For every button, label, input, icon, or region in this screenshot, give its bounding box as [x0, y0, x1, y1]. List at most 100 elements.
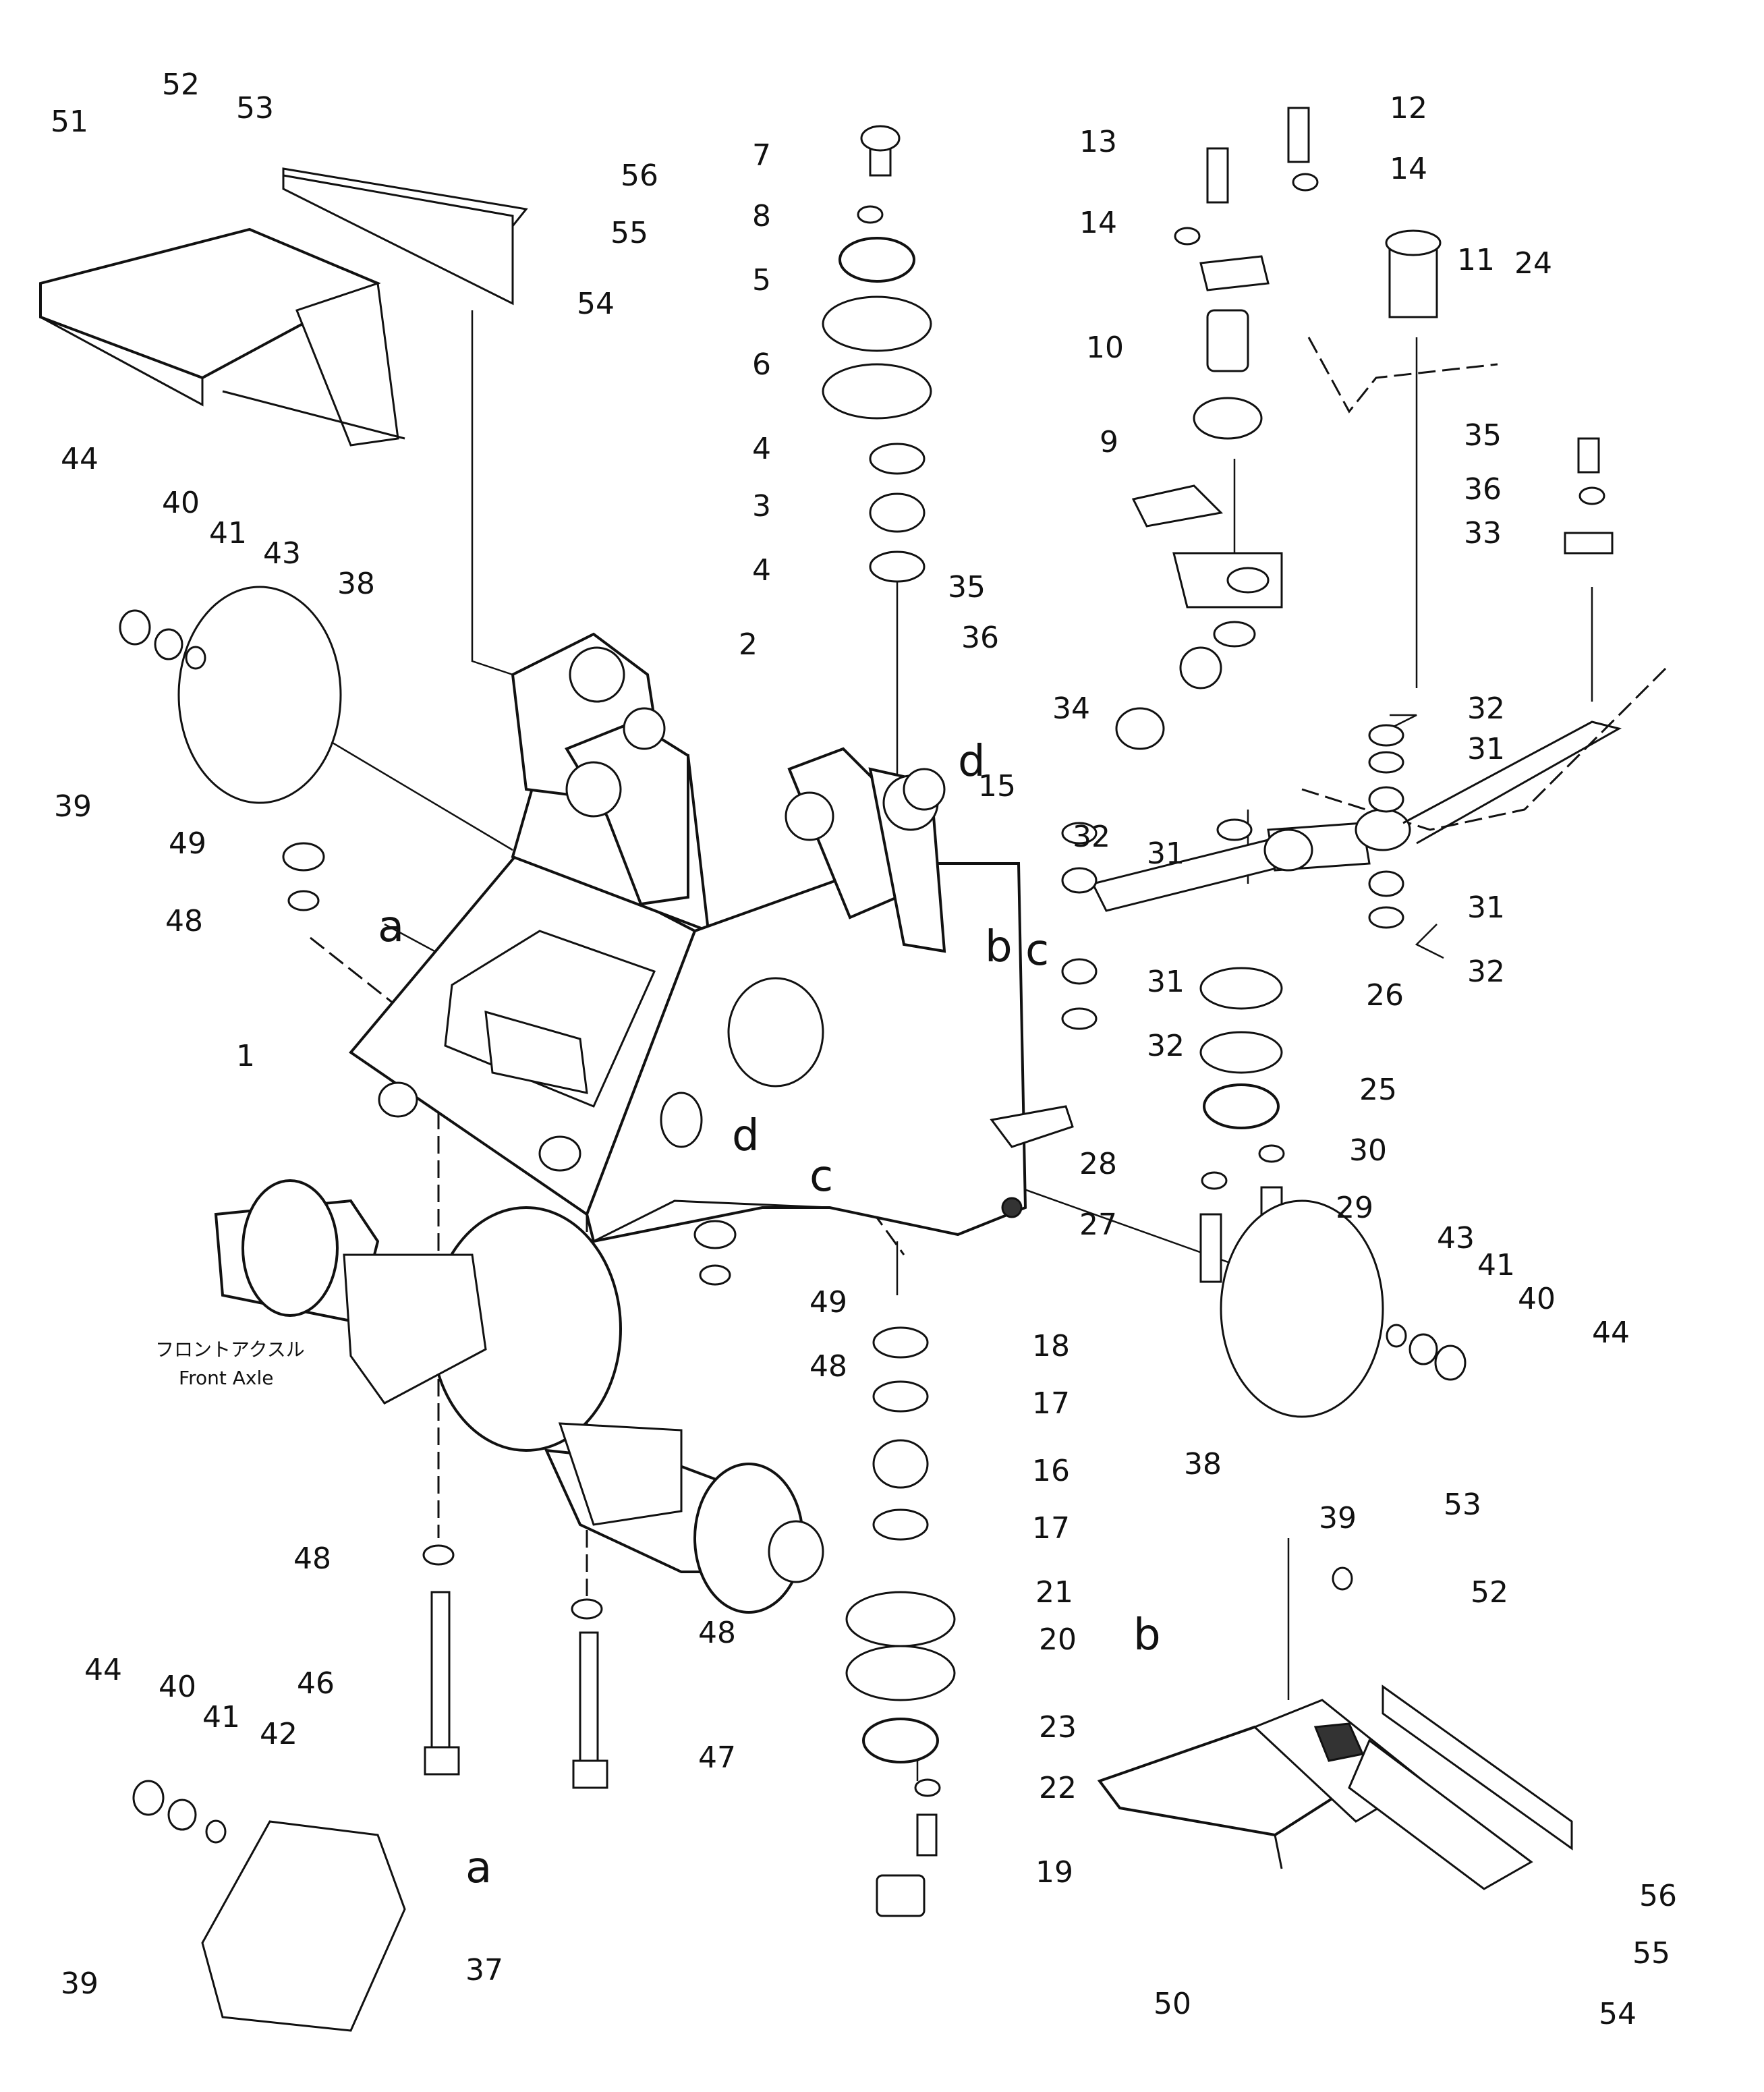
part-number-label: 6	[752, 347, 771, 382]
rear-frame-and-cylinder	[1091, 484, 1622, 912]
part-number-label: 48	[293, 1542, 331, 1576]
part-number-label: 35	[1464, 418, 1502, 453]
part-number-label: 55	[1632, 1936, 1670, 1971]
part-number-label: 39	[54, 789, 92, 824]
part-number-label: 44	[1592, 1316, 1630, 1350]
hardware	[119, 107, 1614, 2032]
part-number-label: 18	[1032, 1329, 1070, 1363]
fender-50	[1097, 1685, 1573, 1890]
part-number-label: 2	[739, 627, 758, 662]
part-number-label: 32	[1073, 820, 1110, 854]
part-number-label: 38	[337, 567, 375, 601]
part-number-label: 17	[1032, 1386, 1070, 1421]
part-number-label: 31	[1147, 965, 1185, 999]
part-number-label: 37	[465, 1953, 503, 1987]
part-number-label: 7	[752, 138, 771, 173]
part-number-label: 30	[1349, 1133, 1387, 1168]
reference-letter-c: c	[1025, 926, 1049, 976]
part-number-label: 40	[159, 1670, 196, 1704]
part-labels: 1234456789101112131414151617171819202122…	[51, 67, 1677, 2031]
reference-letter-d: d	[958, 737, 986, 787]
part-number-label: 16	[1032, 1454, 1070, 1488]
part-number-label: 32	[1467, 955, 1505, 989]
part-number-label: 56	[1639, 1879, 1677, 1913]
part-number-label: 34	[1052, 691, 1090, 726]
part-number-label: 48	[698, 1616, 736, 1650]
part-number-label: 46	[297, 1666, 335, 1701]
centre-frame	[349, 632, 1074, 1243]
reference-letter-d: d	[732, 1111, 760, 1161]
part-number-label: 21	[1035, 1575, 1073, 1610]
reference-letter-b: b	[985, 922, 1013, 972]
part-number-label: 31	[1467, 732, 1505, 766]
part-number-label: 27	[1079, 1208, 1117, 1242]
part-number-label: 17	[1032, 1511, 1070, 1546]
part-number-label: 40	[1518, 1282, 1556, 1316]
part-number-label: 15	[978, 769, 1016, 803]
part-number-label: 5	[752, 263, 771, 298]
part-number-label: 42	[260, 1717, 297, 1751]
part-number-label: 10	[1086, 331, 1124, 365]
part-number-label: 14	[1390, 152, 1427, 186]
part-number-label: 14	[1079, 206, 1117, 240]
part-number-label: 35	[948, 570, 986, 604]
part-number-label: 19	[1035, 1855, 1073, 1890]
part-number-label: 31	[1467, 890, 1505, 925]
part-number-label: 49	[809, 1285, 847, 1320]
part-number-label: 9	[1100, 425, 1118, 459]
part-number-label: 29	[1336, 1191, 1373, 1225]
part-number-label: 20	[1039, 1622, 1077, 1657]
part-number-label: 31	[1147, 837, 1185, 871]
part-number-label: 43	[1437, 1221, 1475, 1255]
part-number-label: 44	[84, 1653, 122, 1687]
reference-letter-a: a	[378, 902, 404, 952]
reference-letter-a: a	[465, 1843, 492, 1893]
part-number-label: 36	[1464, 472, 1502, 507]
part-number-label: 40	[162, 486, 200, 520]
part-number-label: 44	[61, 442, 98, 476]
part-number-label: 48	[165, 904, 203, 938]
part-number-label: 36	[961, 621, 999, 655]
front-axle-caption: フロントアクスル Front Axle	[155, 1338, 305, 1389]
front-axle-caption-jp: フロントアクスル	[155, 1338, 305, 1361]
front-axle-caption-en: Front Axle	[179, 1367, 273, 1389]
part-number-label: 54	[577, 287, 615, 321]
part-number-label: 22	[1039, 1771, 1077, 1805]
part-number-label: 56	[621, 159, 658, 193]
part-number-label: 53	[236, 91, 274, 125]
part-number-label: 24	[1514, 246, 1552, 281]
reference-letter-b: b	[1133, 1610, 1161, 1660]
part-number-label: 23	[1039, 1710, 1077, 1745]
part-number-label: 28	[1079, 1147, 1117, 1181]
part-number-label: 49	[169, 826, 206, 861]
part-number-label: 52	[162, 67, 200, 102]
part-number-label: 13	[1079, 125, 1117, 159]
part-number-label: 43	[263, 536, 301, 571]
part-number-label: 3	[752, 489, 771, 524]
part-number-label: 25	[1359, 1073, 1397, 1107]
part-number-label: 39	[61, 1967, 98, 2001]
front-axle	[214, 1179, 824, 1614]
part-number-label: 51	[51, 105, 88, 139]
fender-51	[39, 167, 528, 447]
part-number-label: 50	[1154, 1987, 1191, 2021]
part-number-label: 54	[1599, 1997, 1637, 2031]
part-number-label: 4	[752, 432, 771, 466]
part-number-label: 55	[610, 216, 648, 250]
part-number-label: 12	[1390, 91, 1427, 125]
reference-letter-c: c	[809, 1152, 833, 1202]
part-number-label: 48	[809, 1349, 847, 1384]
part-number-label: 39	[1319, 1501, 1357, 1535]
part-number-label: 53	[1444, 1488, 1481, 1522]
part-number-label: 41	[1477, 1248, 1515, 1282]
part-number-label: 32	[1147, 1029, 1185, 1063]
part-number-label: 41	[202, 1700, 240, 1734]
part-number-label: 4	[752, 553, 771, 588]
part-number-label: 52	[1471, 1575, 1508, 1610]
part-number-label: 11	[1457, 243, 1495, 277]
part-number-label: 33	[1464, 516, 1502, 550]
part-number-label: 1	[236, 1039, 255, 1073]
part-number-label: 41	[209, 516, 247, 550]
part-number-label: 8	[752, 199, 771, 233]
